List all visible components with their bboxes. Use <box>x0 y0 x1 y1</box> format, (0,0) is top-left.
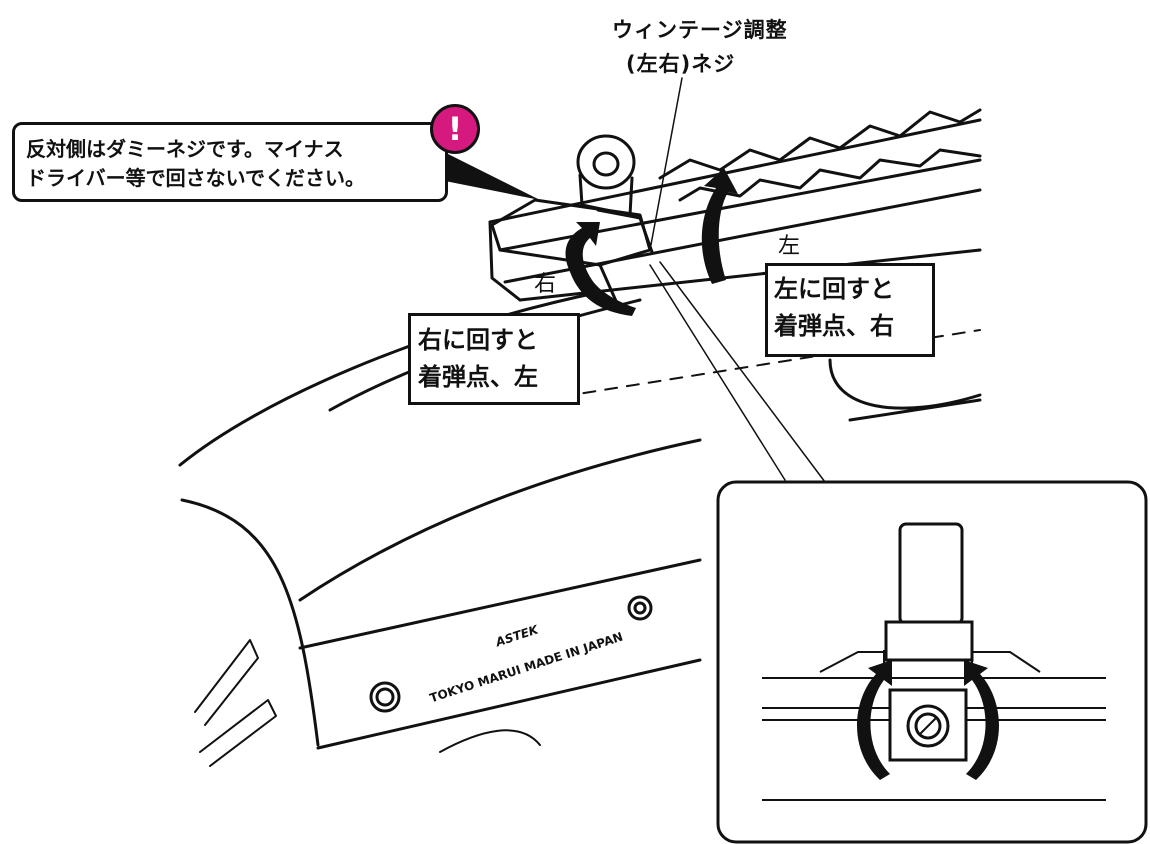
note-left-turn-box <box>765 263 935 357</box>
leader-line-screw <box>649 77 683 251</box>
note-left-turn-line1: 左に回すと <box>774 275 894 303</box>
note-right-turn-line2: 着弾点、左 <box>418 363 538 391</box>
turret-knob-band <box>596 208 654 254</box>
warning-text-line1: 反対側はダミーネジです。マイナス <box>26 137 344 161</box>
housing-left-face <box>488 220 522 302</box>
note-right-turn-box <box>408 313 580 405</box>
inset-screw-slot <box>919 717 937 735</box>
side-cover-line <box>848 398 982 422</box>
body-screw-right-inner <box>633 601 647 615</box>
body-screw-left-inner <box>375 687 395 707</box>
turret-knob-top <box>576 134 636 190</box>
inset-post-shaft <box>898 522 964 626</box>
inset-screw-slot-ring <box>914 712 942 740</box>
detail-inset-frame <box>716 480 1148 844</box>
scope-body-bottom-edge <box>316 658 702 750</box>
scope-body-outline <box>178 290 602 467</box>
deco-stroke-2 <box>199 699 277 767</box>
scope-body-inner-curve <box>180 498 320 747</box>
side-dashed-line <box>539 329 981 401</box>
note-left-turn-line2: 着弾点、右 <box>774 312 894 340</box>
scope-body-lower-line <box>298 558 702 650</box>
note-right-turn-line1: 右に回すと <box>418 326 538 354</box>
rail-teeth <box>658 108 982 180</box>
turret-knob-hole <box>592 151 620 177</box>
rotate-arrow-icon-left <box>701 168 738 284</box>
inset-screw-head <box>906 704 950 748</box>
deco-stroke-3 <box>439 729 541 753</box>
body-screw-left <box>369 681 401 713</box>
rotate-arrow-icon-right <box>565 222 636 316</box>
detail-inset <box>716 480 1148 844</box>
direction-label-left: 左 <box>778 234 801 259</box>
warning-callout-tail <box>440 150 540 200</box>
rotate-arrow-icon-inset-left <box>857 660 892 780</box>
rotate-arrow-icon-inset-right <box>964 660 999 780</box>
direction-label-right: 右 <box>534 272 557 297</box>
scope-body-flat-face <box>298 438 702 602</box>
inset-post-base <box>884 620 974 662</box>
body-screw-right <box>627 595 653 621</box>
deco-stroke-1 <box>194 639 259 726</box>
leader-line-detail-2 <box>659 261 826 483</box>
warning-text-line2: ドライバー等で回さないでください。 <box>26 166 365 190</box>
screw-title-line2: (左右)ネジ <box>626 52 736 76</box>
side-cover-curve <box>828 358 982 410</box>
warning-callout <box>12 122 448 202</box>
alert-exclamation-icon: ! <box>430 104 480 154</box>
screw-title-line1: ウィンテージ調整 <box>612 18 788 42</box>
